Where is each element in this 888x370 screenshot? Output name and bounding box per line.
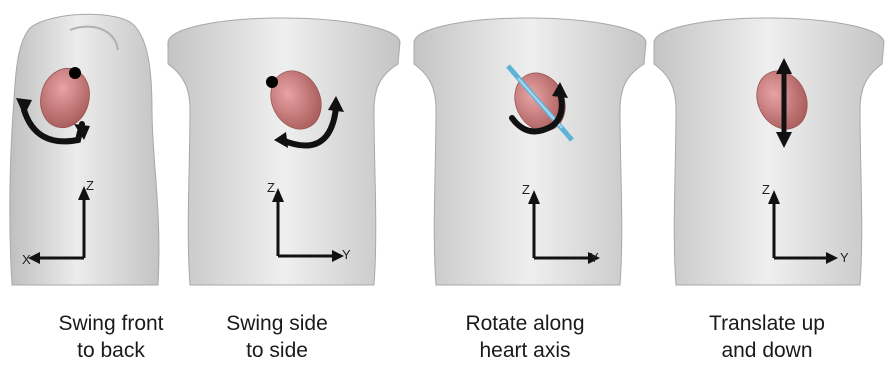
torso-shape <box>168 18 400 285</box>
axis-z-label: Z <box>522 182 530 197</box>
pivot-point-icon <box>266 76 278 88</box>
caption-line-1: Swing side <box>166 310 388 337</box>
axis-z-label: Z <box>267 180 275 195</box>
panel-swing-side-to-side: Z Y Swing side to side <box>160 0 382 370</box>
torso-front-view: Z Y <box>408 0 658 300</box>
caption-line-1: Rotate along <box>414 310 636 337</box>
torso-front-view: Z Y <box>160 0 410 300</box>
caption: Swing side to side <box>166 310 388 364</box>
axis-y-label: Y <box>590 250 599 265</box>
axis-y-label: Y <box>840 250 849 265</box>
panel-rotate-along-heart-axis: Z Y Rotate along heart axis <box>408 0 630 370</box>
caption-line-1: Translate up <box>656 310 878 337</box>
caption-line-2: to side <box>166 337 388 364</box>
axis-z-label: Z <box>86 178 94 193</box>
axis-z-label: Z <box>762 182 770 197</box>
caption-line-2: heart axis <box>414 337 636 364</box>
panel-translate-up-and-down: Z Y Translate up and down <box>650 0 872 370</box>
torso-front-view: Z Y <box>650 0 888 300</box>
caption: Translate up and down <box>656 310 878 364</box>
axis-x-label: X <box>22 252 31 267</box>
torso-shape <box>654 18 884 285</box>
torso-shape <box>414 18 646 285</box>
pivot-point-icon <box>69 67 81 79</box>
caption: Rotate along heart axis <box>414 310 636 364</box>
caption-line-2: and down <box>656 337 878 364</box>
axis-y-label: Y <box>342 247 351 262</box>
